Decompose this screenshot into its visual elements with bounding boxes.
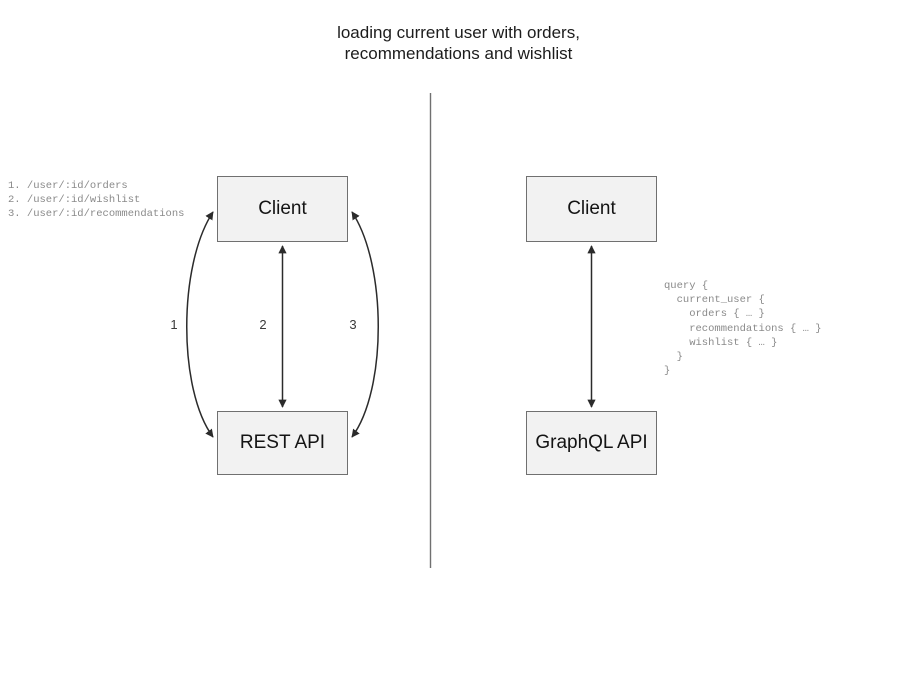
- node-client-graphql-label: Client: [567, 198, 616, 219]
- node-graphql-api-label: GraphQL API: [535, 432, 648, 453]
- node-client-graphql[interactable]: Client: [526, 176, 657, 242]
- node-rest-api[interactable]: REST API: [217, 411, 348, 475]
- edge-label-1: 1: [170, 317, 178, 332]
- rest-endpoint-list: 1. /user/:id/orders 2. /user/:id/wishlis…: [8, 180, 185, 221]
- node-client-rest[interactable]: Client: [217, 176, 348, 242]
- graphql-query-block: query { current_user { orders { … } reco…: [664, 280, 822, 378]
- edge-label-2: 2: [259, 317, 267, 332]
- node-client-rest-label: Client: [258, 198, 307, 219]
- edge-label-3: 3: [349, 317, 357, 332]
- page-title: loading current user with orders, recomm…: [337, 23, 580, 63]
- rest-edge-3-curve: [351, 211, 379, 438]
- node-graphql-api[interactable]: GraphQL API: [526, 411, 657, 475]
- rest-edge-1-curve: [186, 211, 214, 438]
- node-rest-api-label: REST API: [239, 432, 326, 453]
